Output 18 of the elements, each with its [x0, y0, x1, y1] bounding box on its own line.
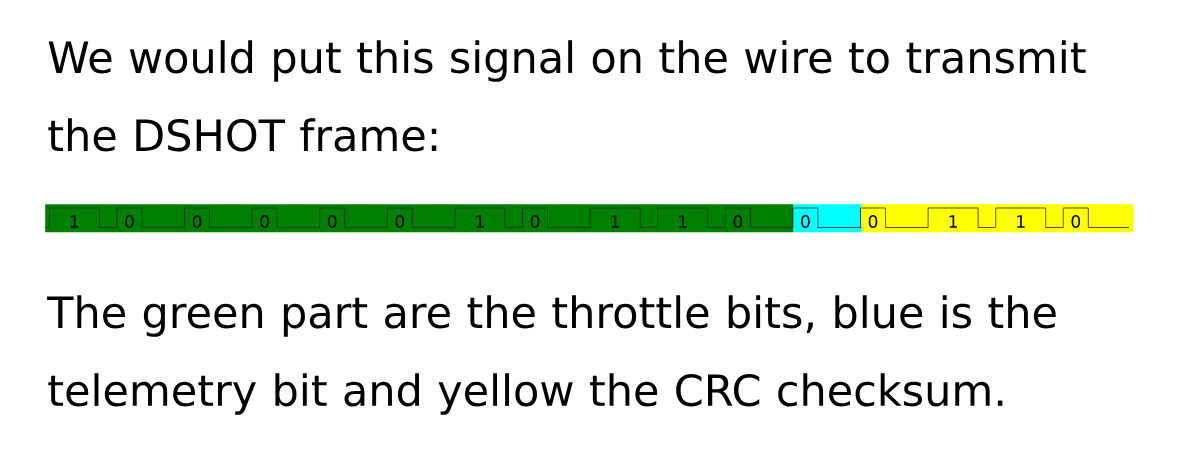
bit-value: 1	[611, 215, 619, 228]
paragraph: We would put this signal on the wire to transmit the DSHOT frame:	[48, 40, 1086, 152]
bit-value: 0	[801, 215, 810, 228]
bit-value: 0	[868, 215, 878, 228]
bit-value: 1	[70, 215, 79, 228]
bit-value: 0	[260, 215, 269, 228]
bit-value: 0	[192, 215, 202, 228]
bit-value: 0	[327, 215, 337, 228]
bit-value: 0	[530, 215, 540, 228]
bit-value: 1	[476, 215, 484, 228]
bit-value: 1	[679, 215, 687, 228]
paragraph: The green part are the throttle bits, blue is the telemetry bit and yellow the CRC checksum.	[47, 295, 1056, 415]
bit-value: 0	[1071, 215, 1081, 228]
bit-value: 0	[395, 215, 405, 228]
bit-value: 1	[1017, 215, 1025, 228]
bit-value: 0	[733, 215, 743, 228]
bit-value: 0	[125, 215, 134, 228]
bit-value: 1	[949, 215, 957, 228]
